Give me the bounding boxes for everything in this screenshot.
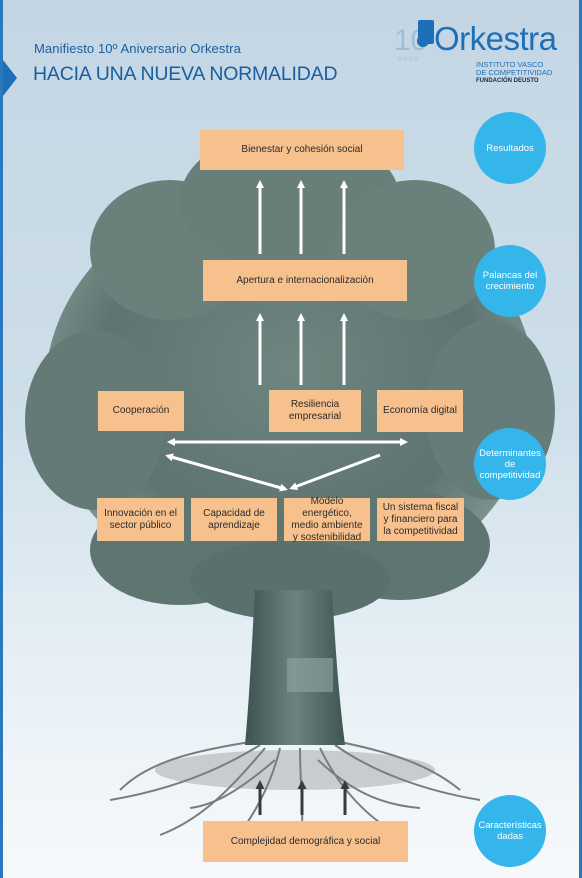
orkestra-logo: 10 AÑOS Orkestra INSTITUTO VASCO DE COMP… <box>392 14 562 94</box>
box-modelo: Modelo energético, medio ambiente y sost… <box>284 496 370 543</box>
header-title: HACIA UNA NUEVA NORMALIDAD <box>33 63 338 85</box>
box-cooperacion: Cooperación <box>98 391 184 431</box>
arrows-from-complejidad <box>255 780 350 815</box>
logo-line-1: INSTITUTO VASCO <box>476 60 544 69</box>
determinant-arrows <box>165 438 408 492</box>
box-innovacion: Innovación en el sector público <box>97 498 184 541</box>
box-capacidad: Capacidad de aprendizaje <box>191 498 277 541</box>
box-apertura: Apertura e internacionalización <box>203 260 407 301</box>
tree-canopy <box>25 130 555 620</box>
arrows-to-bienestar <box>256 180 348 254</box>
arrows-to-apertura <box>256 313 348 385</box>
logo-mark: 10 AÑOS <box>394 20 434 63</box>
box-bienestar: Bienestar y cohesión social <box>200 130 404 170</box>
right-border <box>579 0 582 878</box>
logo-line-2: DE COMPETITIVIDAD <box>476 68 553 77</box>
circle-determinantes: Determinantes de competitividad <box>474 428 546 500</box>
circle-resultados: Resultados <box>474 112 546 184</box>
box-complejidad: Complejidad demográfica y social <box>203 821 408 862</box>
header-subtitle: Manifiesto 10º Aniversario Orkestra <box>34 41 241 56</box>
logo-anos: AÑOS <box>398 56 419 63</box>
logo-name: Orkestra <box>434 20 557 57</box>
left-border <box>0 0 3 878</box>
title-triangle-marker <box>3 60 17 96</box>
circle-caracteristicas: Características dadas <box>474 795 546 867</box>
box-economia: Economía digital <box>377 390 463 432</box>
box-fiscal: Un sistema fiscal y financiero para la c… <box>377 498 464 541</box>
circle-palancas: Palancas del crecimiento <box>474 245 546 317</box>
box-resiliencia: Resiliencia empresarial <box>269 390 361 432</box>
logo-line-3: FUNDACIÓN DEUSTO <box>476 78 539 84</box>
